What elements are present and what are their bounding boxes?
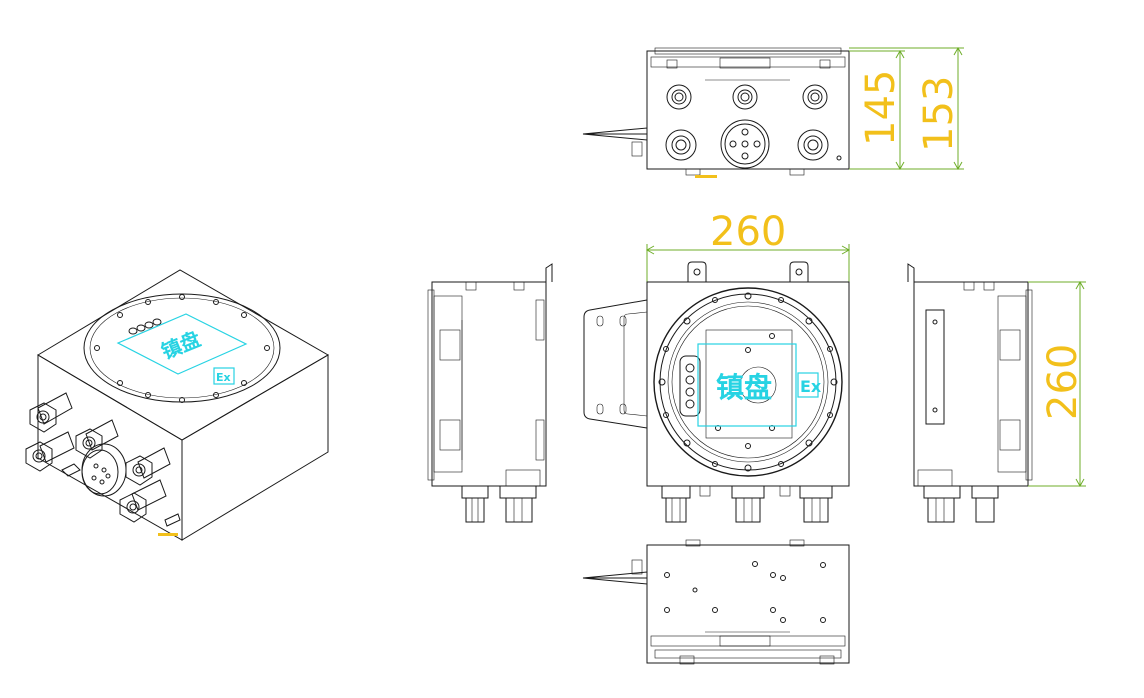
dim-145: 145 <box>858 70 904 146</box>
round-connector-iso <box>81 443 127 497</box>
lid-bolts-front <box>658 292 838 472</box>
indicator-lamps <box>128 318 162 335</box>
front-view: 260 <box>583 209 851 523</box>
cable-glands-iso <box>25 392 171 523</box>
left-side-view <box>427 263 553 523</box>
nameplate-front <box>697 343 797 427</box>
dim-260-front: 260 <box>710 209 786 255</box>
bottom-view <box>582 539 850 665</box>
isometric-view: 镇盘 Ex <box>25 269 329 541</box>
lid-bolts <box>94 294 270 403</box>
bottom-glands-front <box>661 485 833 523</box>
top-view: 145 153 <box>582 46 964 178</box>
brand-label-front: 镇盘 <box>716 371 772 404</box>
ex-mark-iso: Ex <box>216 371 231 384</box>
dim-260-side: 260 <box>1040 344 1086 420</box>
brand-label-iso: 镇盘 <box>158 327 204 364</box>
nameplate-iso <box>116 313 248 375</box>
dim-153: 153 <box>916 76 962 152</box>
ex-mark-front: Ex <box>800 377 822 396</box>
right-side-view: 260 <box>907 263 1086 523</box>
top-connector <box>720 119 770 169</box>
